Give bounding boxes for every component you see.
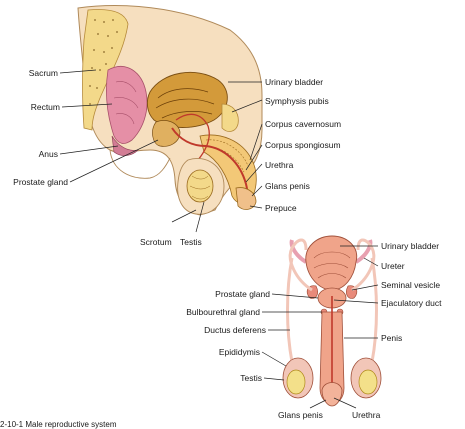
prostate-shape [152,120,181,147]
bladder-folds [155,88,215,119]
label-glans-penis-sagittal: Glans penis [265,181,310,191]
label-ejaculatory-duct: Ejaculatory duct [381,298,442,308]
bladder-shape [146,71,228,128]
testis-right-group [350,357,382,399]
sacrum-dots [89,19,118,105]
label-scrotum: Scrotum [140,237,172,247]
label-symphysis-pubis: Symphysis pubis [265,96,329,106]
ureter-right [354,239,373,264]
label-urinary-bladder-sagittal: Urinary bladder [265,77,324,87]
glans-frontal [321,382,343,407]
label-epididymis: Epididymis [218,347,260,357]
label-prepuce: Prepuce [265,203,297,213]
label-rectum: Rectum [30,102,60,112]
label-urethra-sagittal: Urethra [265,160,294,170]
bladder-frontal-folds [313,251,351,279]
label-corpus-cavernosum: Corpus cavernosum [265,119,342,129]
ductus-deferens-left [286,238,313,363]
label-seminal-vesicle: Seminal vesicle [381,280,441,290]
label-testis-sagittal: Testis [180,237,202,247]
sagittal-view [77,5,263,216]
label-anus: Anus [38,149,58,159]
label-urinary-bladder-frontal: Urinary bladder [381,241,440,251]
figure-caption: 2-10-1 Male reproductive system [0,420,117,429]
sacrum-shape [82,9,129,131]
ductus-deferens-right [351,238,378,363]
label-testis-frontal: Testis [240,373,262,383]
frontal-view [282,235,382,407]
label-penis: Penis [381,333,403,343]
label-corpus-spongiosum: Corpus spongiosum [265,140,341,150]
label-sacrum: Sacrum [28,68,58,78]
ureter-left [289,239,308,264]
rectum-folds [113,81,139,125]
sagittal-leaders [59,69,263,233]
label-glans-penis-frontal: Glans penis [278,410,323,420]
testis-lines [189,175,211,200]
label-ductus-deferens: Ductus deferens [204,325,266,335]
glans-sagittal [235,187,257,210]
anus-shape [111,135,139,156]
label-prostate-gland-sagittal: Prostate gland [13,177,68,187]
frontal-leaders [261,245,379,409]
testis-sagittal [186,169,214,203]
testis-left-group [282,357,314,399]
thigh-contour [109,149,171,179]
label-ureter: Ureter [381,261,405,271]
rectum-shape [106,66,148,144]
bladder-frontal [305,235,358,291]
label-bulbourethral-gland: Bulbourethral gland [186,307,260,317]
label-prostate-gland-frontal: Prostate gland [215,289,270,299]
label-urethra-frontal: Urethra [352,410,381,420]
